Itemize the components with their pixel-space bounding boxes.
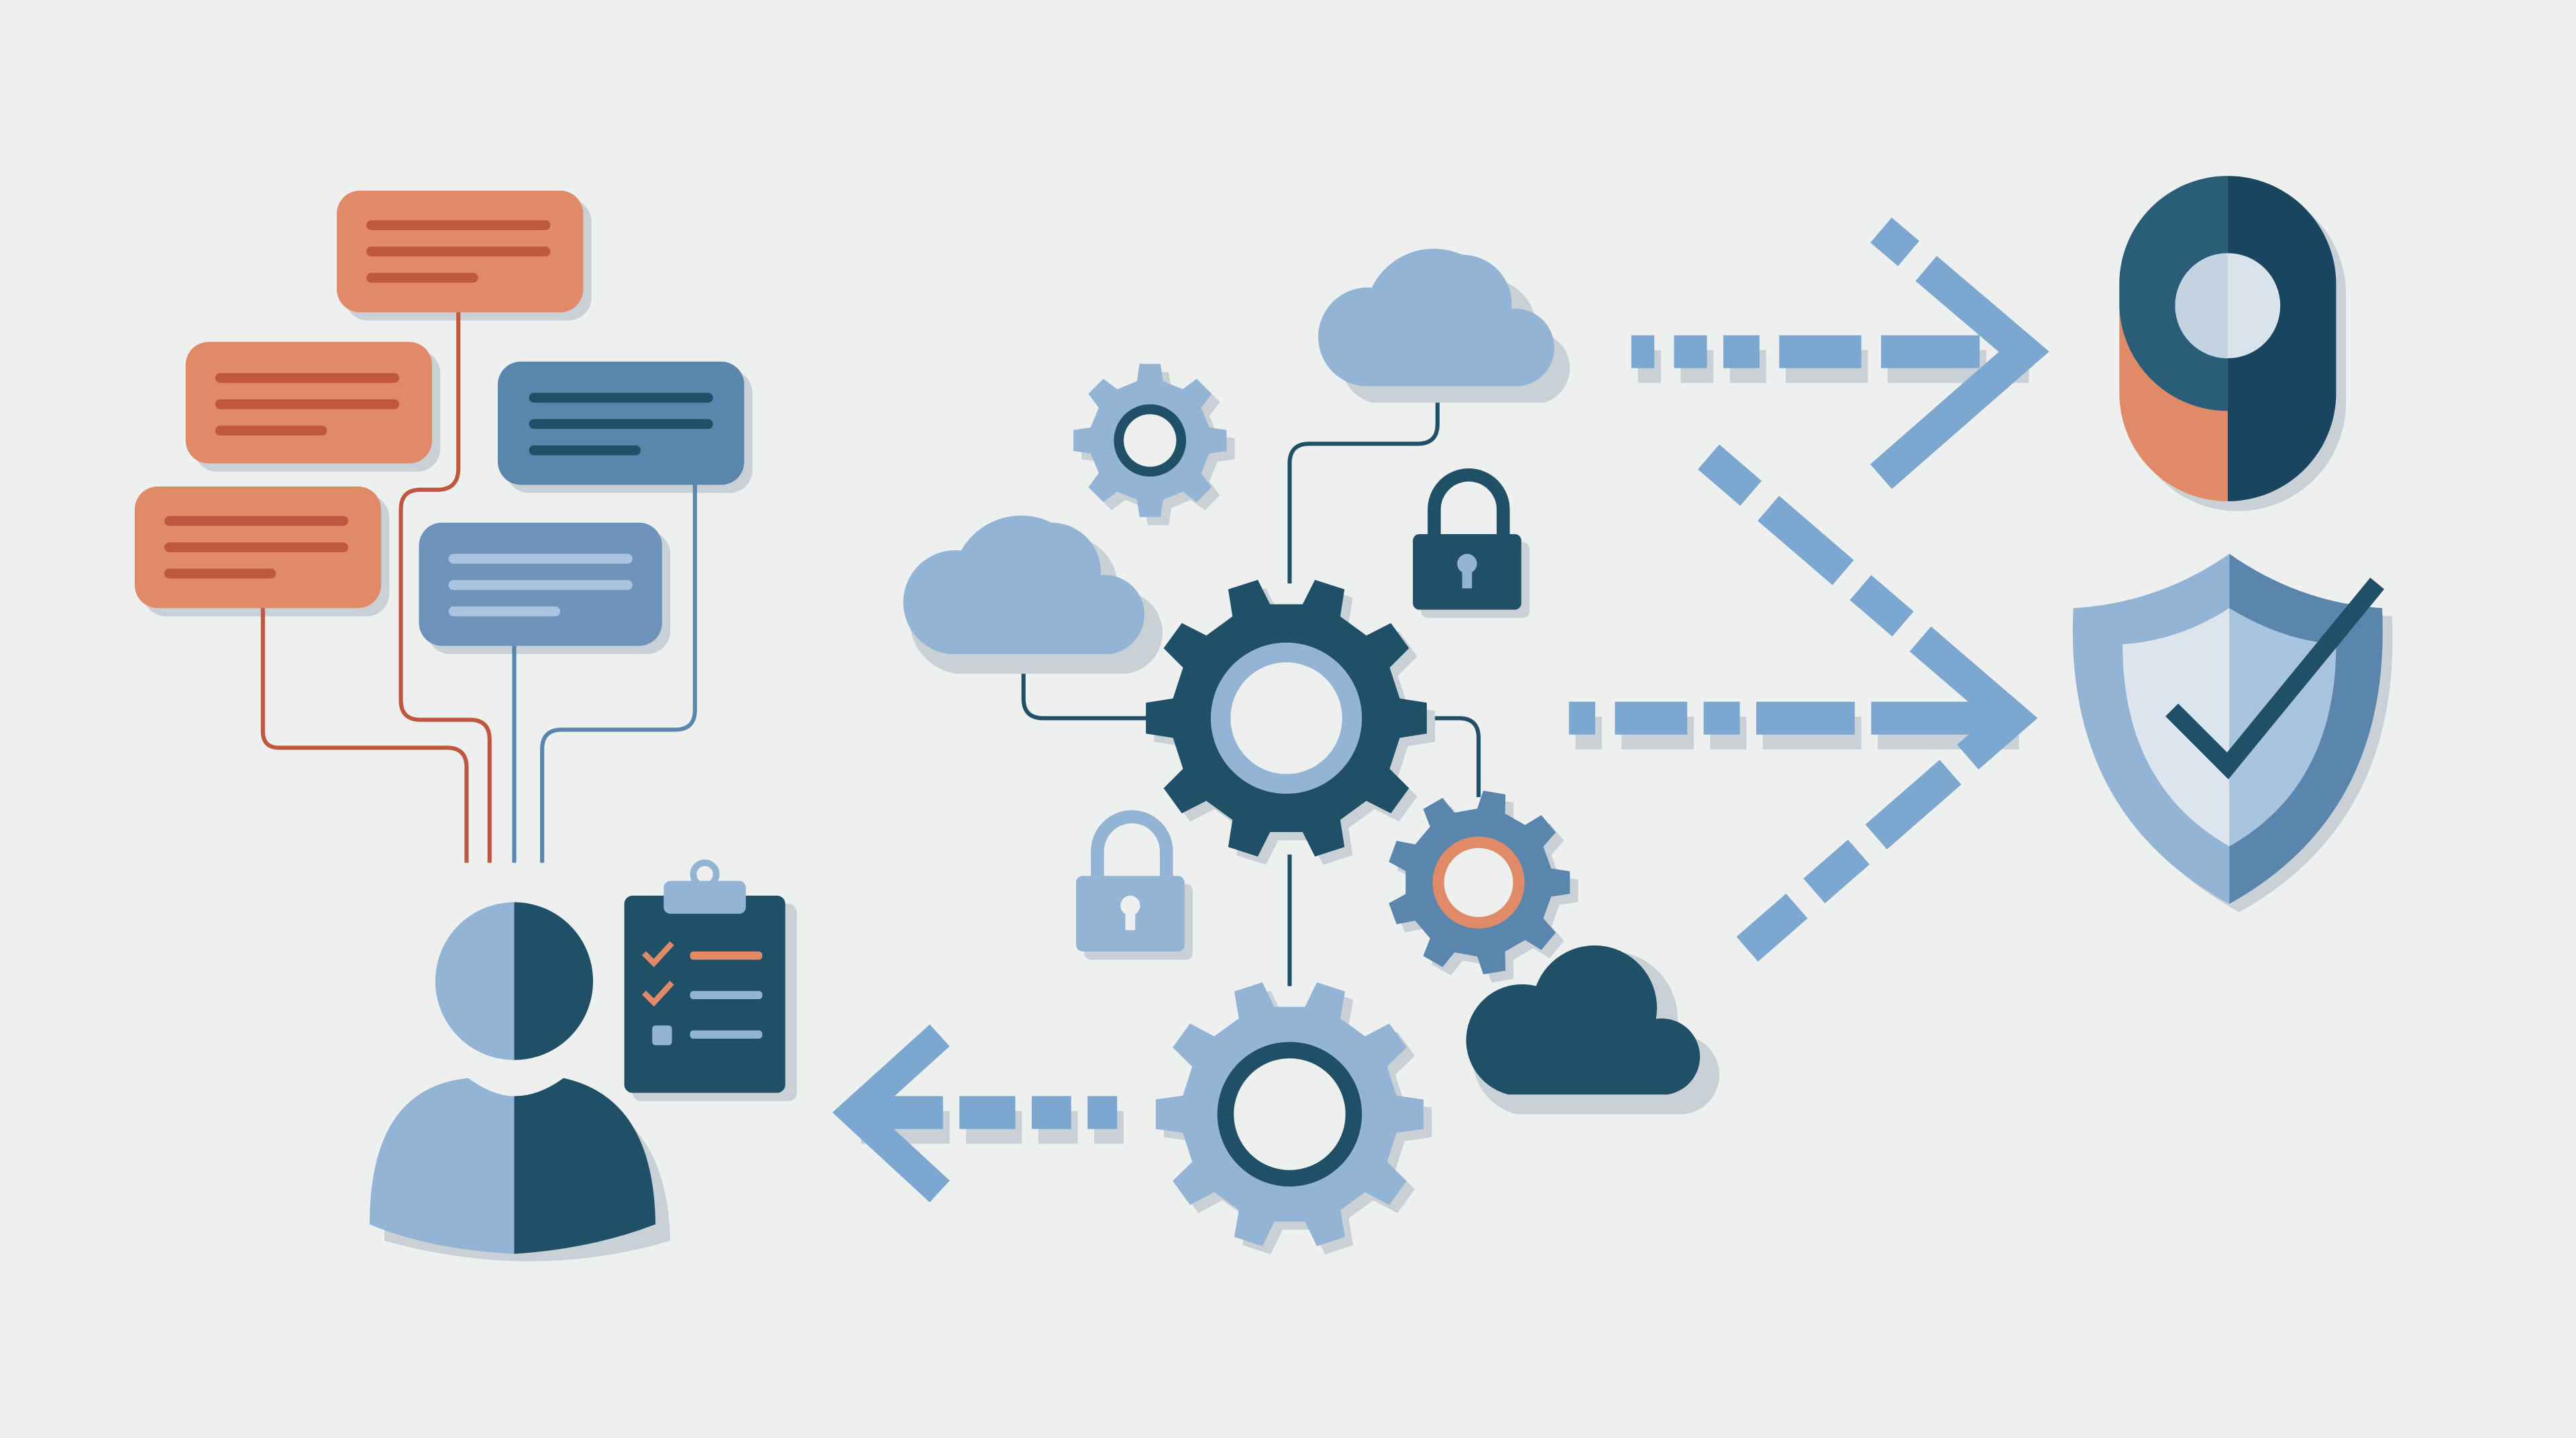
shield-check-icon [2072, 554, 2393, 913]
cloud-icon [1318, 248, 1570, 403]
gear-part [1124, 414, 1177, 467]
gear-icon [1155, 982, 1432, 1255]
chat-bubble-icon [337, 191, 592, 321]
chat-bubble-icon [498, 361, 753, 493]
gear-part [1444, 848, 1513, 917]
dashed-arrow-icon [832, 1024, 1124, 1202]
gear-icon [1073, 364, 1235, 525]
chat-bubble-icon [134, 486, 390, 617]
chat-bubble-icon [185, 342, 441, 472]
gear-icon [1389, 790, 1578, 983]
network-lines [1021, 381, 1481, 986]
toggle-icon [2119, 176, 2347, 511]
connector-lines [260, 312, 697, 863]
dashed-arrow-icon [1568, 444, 2038, 974]
cloud-icon [1466, 945, 1720, 1115]
padlock-icon [1076, 810, 1193, 960]
dashed-arrows [832, 217, 2049, 1202]
person-icon [370, 902, 671, 1262]
gear-icon [1146, 580, 1436, 865]
dashed-arrow-icon [1631, 217, 2049, 489]
chat-bubble-icon [419, 522, 671, 654]
gears [1073, 364, 1578, 1255]
gear-part [1230, 662, 1342, 774]
padlock-icon [1413, 468, 1529, 618]
gear-part [1234, 1058, 1346, 1170]
clipboard-checklist-icon [624, 859, 797, 1101]
chat-bubbles [134, 191, 753, 654]
cloud-icon [903, 515, 1163, 674]
